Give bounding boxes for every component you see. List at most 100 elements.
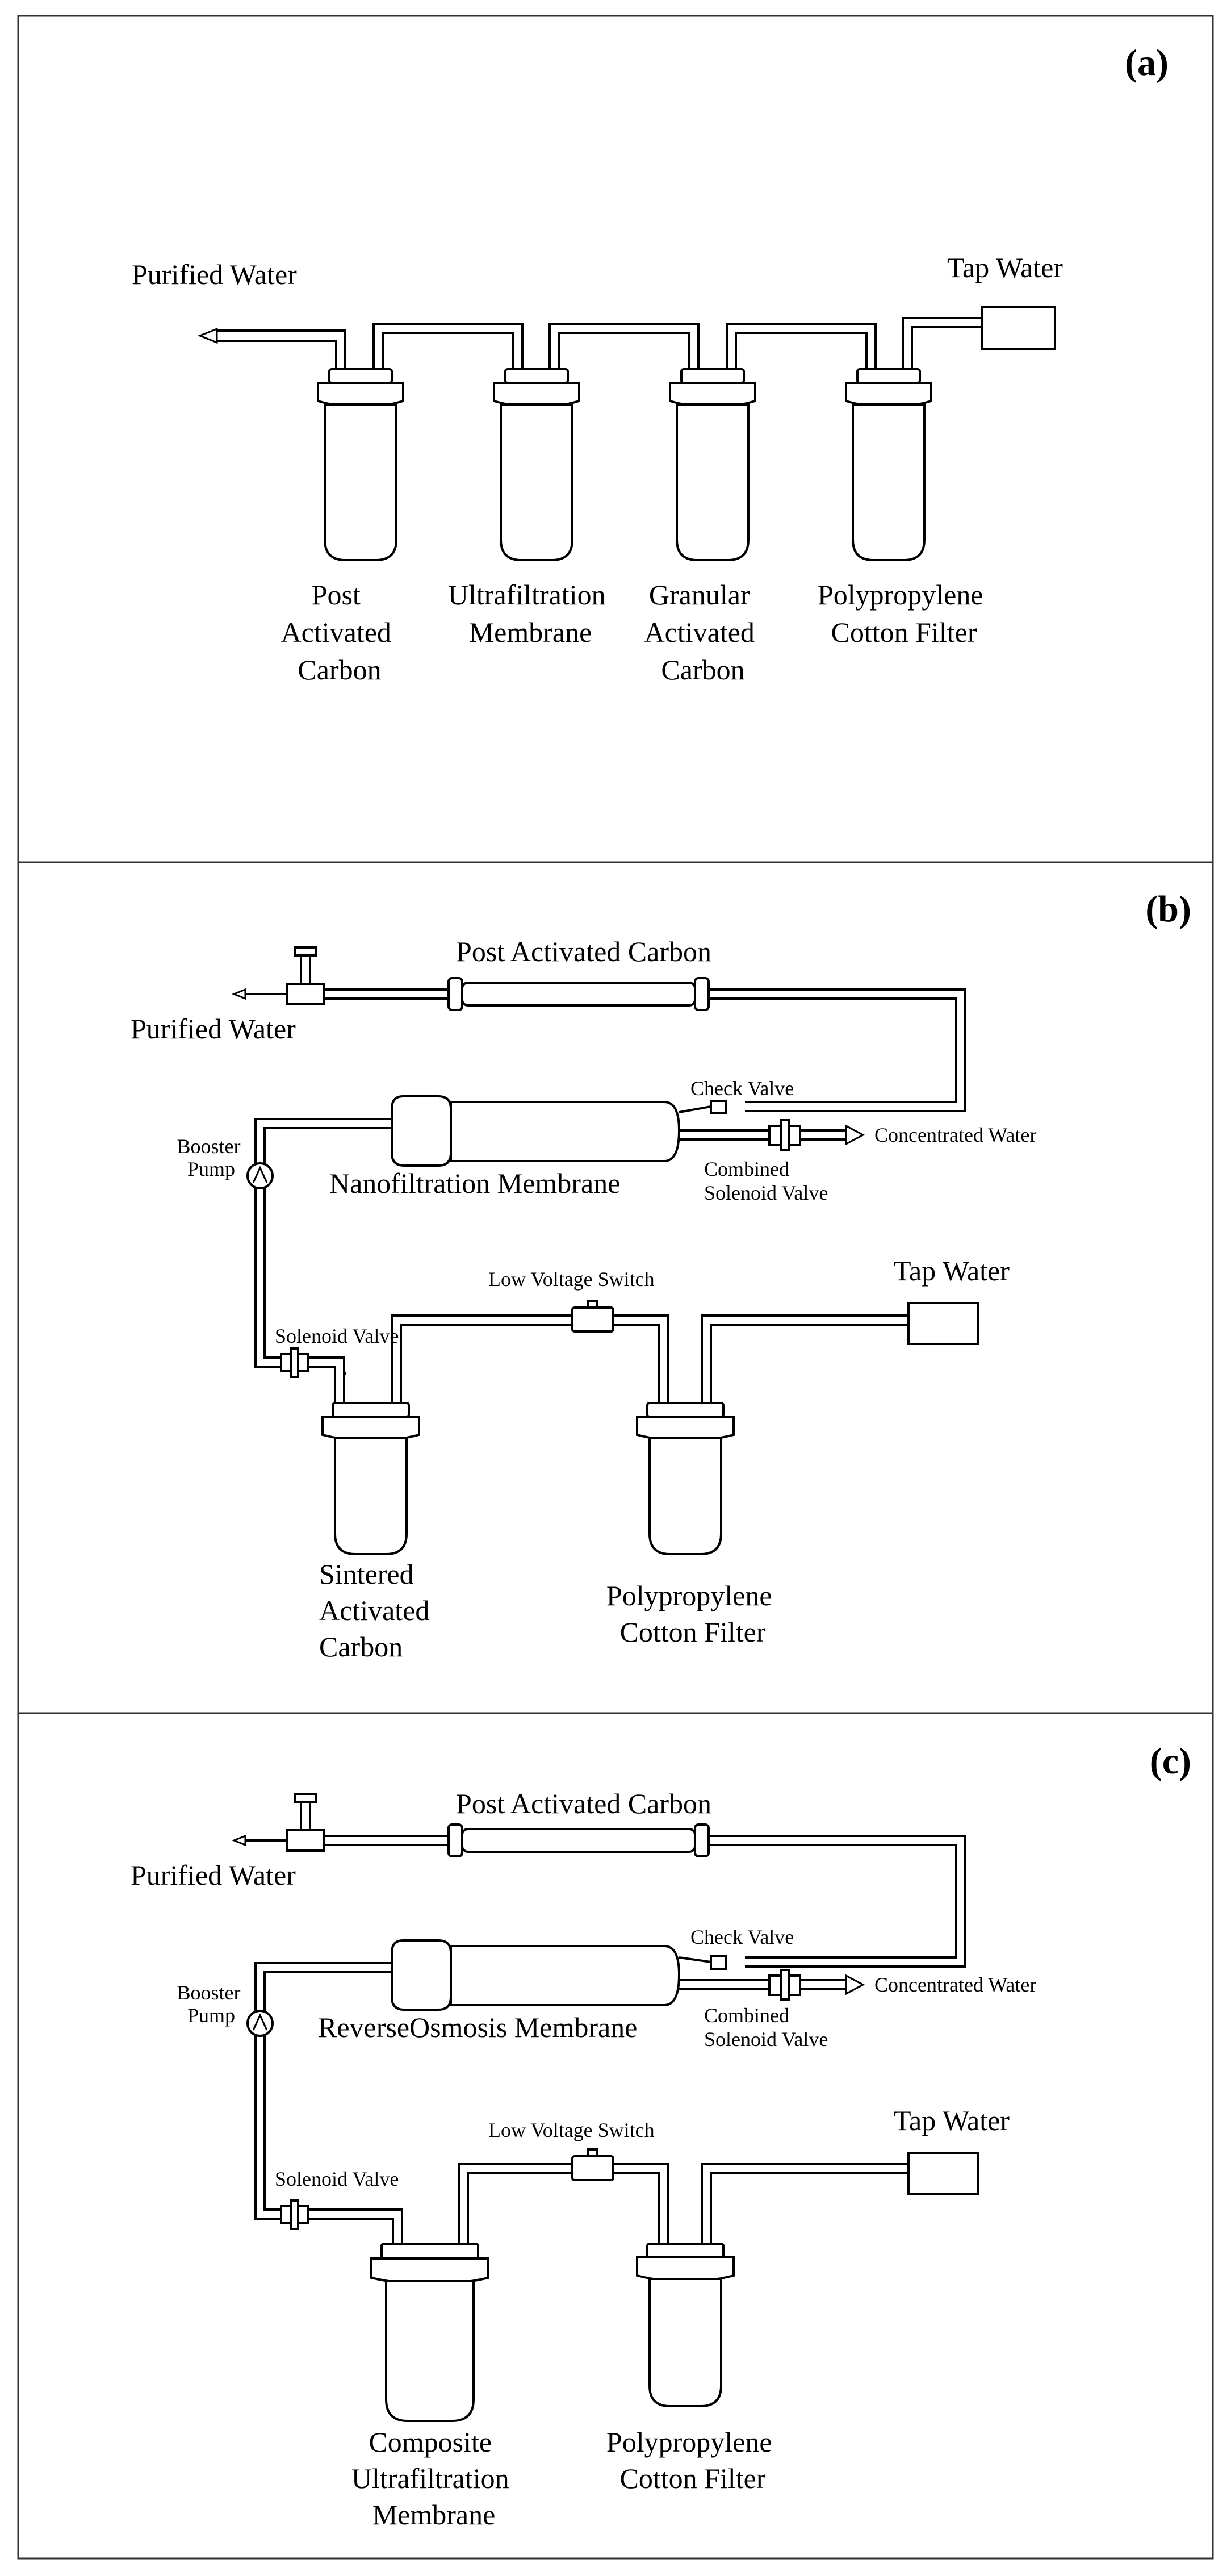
pipe-post-carbon-to-check-valve [709, 988, 966, 1112]
pipe-switch-to-composite-2 [467, 2172, 572, 2249]
low-voltage-switch [571, 1306, 614, 1333]
tap-water-label: Tap Water [894, 2105, 1010, 2136]
pipe-switch-to-sintered-2 [400, 1324, 572, 1409]
pipe-tap-to-pp [701, 1314, 908, 1409]
pipe-post-carbon-to-check-valve-2 [709, 1844, 957, 1959]
check-valve-label: Check Valve [690, 1077, 794, 1100]
booster-pump-symbol [252, 2013, 268, 2031]
filter-housing-polypropylene-cotton [636, 2243, 735, 2407]
combined-solenoid-valve [768, 1119, 801, 1151]
pipe-solenoid-to-pump [254, 1188, 281, 1368]
solenoid-valve-label: Solenoid Valve [275, 2168, 399, 2190]
filter-label-post-activated-carbon: Post Activated Carbon [281, 579, 399, 686]
purified-water-label: Purified Water [131, 1013, 296, 1045]
booster-pump-label: Booster Pump [177, 1981, 246, 2027]
pipe-pp-to-switch [613, 2163, 669, 2249]
filter-label-granular-activated-carbon: Granular Activated Carbon [644, 579, 762, 686]
membrane-to-check-valve [679, 1105, 711, 1113]
check-valve-label: Check Valve [690, 1926, 794, 1948]
tap-water-inlet-box [981, 306, 1056, 350]
concentrated-water-arrow [845, 1124, 865, 1146]
faucet-icon [286, 946, 325, 1005]
filter-housing-post-activated-carbon [317, 368, 404, 561]
purified-water-outlet-arrow [231, 1834, 246, 1847]
pipe-tap-to-pp-2 [710, 2172, 908, 2249]
pipe-composite-to-solenoid [308, 2208, 403, 2249]
filter-label-polypropylene-cotton: Polypropylene Cotton Filter [606, 1580, 779, 1648]
post-activated-carbon-label: Post Activated Carbon [456, 936, 711, 967]
pipe-post-carbon-to-check-valve-2 [709, 997, 957, 1103]
check-valve [710, 1100, 727, 1114]
panel-c: (c) Post Activated Carbon Purified Water… [131, 1740, 1191, 2531]
tap-water-inlet-box [907, 2152, 979, 2195]
filter-housing-granular-activated-carbon [669, 368, 756, 561]
filter-label-ultrafiltration-membrane: Ultrafiltration Membrane [448, 579, 613, 648]
filter-label-polypropylene-cotton: Polypropylene Cotton Filter [606, 2426, 779, 2494]
post-activated-carbon-label: Post Activated Carbon [456, 1788, 711, 1819]
tap-water-inlet-box [907, 1302, 979, 1345]
pipe-switch-to-sintered [391, 1314, 572, 1409]
pipe-solenoid-to-pump-2 [263, 1188, 281, 1359]
tap-water-label: Tap Water [947, 252, 1063, 283]
pipe-pump-to-membrane-2 [263, 1127, 392, 1163]
low-voltage-switch-knob [587, 1300, 598, 1309]
filter-housing-polypropylene-cotton [636, 1402, 735, 1555]
pipe-composite-to-solenoid-2 [308, 2218, 394, 2249]
purified-water-outlet-arrow [231, 988, 246, 1000]
panel-b: (b) Post Activated Carbon Purified Water… [131, 888, 1191, 1663]
panel-a-pipes [216, 317, 982, 375]
concentrated-water-arrow [845, 1974, 865, 1995]
pipe-solenoid-to-pump-2 [263, 2036, 281, 2211]
pipe-pp-to-switch-2 [613, 2172, 660, 2249]
post-activated-carbon-cartridge [447, 977, 710, 1011]
reverse-osmosis-membrane-housing [391, 1939, 681, 2011]
combined-solenoid-valve-label: Combined Solenoid Valve [704, 2004, 828, 2051]
membrane-label: Nanofiltration Membrane [329, 1167, 620, 1199]
solenoid-valve [280, 2199, 309, 2230]
filter-label-polypropylene-cotton: Polypropylene Cotton Filter [818, 579, 990, 648]
membrane-to-check-valve [679, 1956, 711, 1963]
solenoid-valve-label: Solenoid Valve [275, 1325, 399, 1347]
panel-c-frame [17, 1712, 1214, 2560]
filter-housing-polypropylene-cotton [845, 368, 932, 561]
filter-label-composite-ultrafiltration: Composite Ultrafiltration Membrane [351, 2426, 516, 2531]
booster-pump-symbol [252, 1166, 268, 1183]
pipe-sintered-to-solenoid-2 [308, 1366, 336, 1409]
pipe-pp-to-switch [613, 1314, 669, 1409]
post-activated-carbon-cartridge [447, 1823, 710, 1857]
purified-water-outlet-arrow [197, 327, 218, 344]
tap-water-label: Tap Water [894, 1255, 1010, 1287]
concentrated-water-label: Concentrated Water [874, 1124, 1036, 1146]
combined-solenoid-valve-label: Combined Solenoid Valve [704, 1158, 828, 1204]
membrane-label: ReverseOsmosis Membrane [318, 2011, 637, 2043]
combined-solenoid-valve [768, 1969, 801, 2001]
low-voltage-switch-label: Low Voltage Switch [488, 1268, 655, 1291]
panel-a-letter: (a) [1125, 42, 1169, 83]
panel-a: (a) Purified Water Tap Water [132, 42, 1169, 686]
pipe-tap-to-pp-2 [710, 1324, 908, 1409]
purified-water-label: Purified Water [132, 258, 297, 290]
concentrated-water-label: Concentrated Water [874, 1973, 1036, 1996]
pipe-post-carbon-to-check-valve [709, 1835, 966, 1968]
filter-label-sintered-activated-carbon: Sintered Activated Carbon [319, 1558, 437, 1663]
panel-b-letter: (b) [1145, 888, 1191, 930]
pipe-pump-to-membrane-2 [263, 1971, 392, 2011]
filter-housing-sintered-activated-carbon [321, 1402, 420, 1555]
low-voltage-switch-knob [587, 2148, 598, 2157]
panel-a-frame [17, 15, 1214, 863]
purified-water-label: Purified Water [131, 1859, 296, 1891]
solenoid-valve [280, 1347, 309, 1378]
pipe-switch-to-composite [458, 2163, 572, 2249]
filter-housing-composite-ultrafiltration [370, 2243, 489, 2422]
pipe-pump-to-membrane [254, 1962, 392, 2011]
pipe-tap-to-pp [701, 2163, 908, 2249]
low-voltage-switch [571, 2155, 614, 2181]
filter-housing-ultrafiltration-membrane [493, 368, 580, 561]
faucet-icon [286, 1793, 325, 1852]
pipe-pp-to-switch-2 [613, 1324, 660, 1409]
booster-pump-label: Booster Pump [177, 1135, 246, 1180]
nanofiltration-membrane-housing [391, 1095, 681, 1167]
check-valve [710, 1955, 727, 1970]
low-voltage-switch-label: Low Voltage Switch [488, 2119, 655, 2141]
